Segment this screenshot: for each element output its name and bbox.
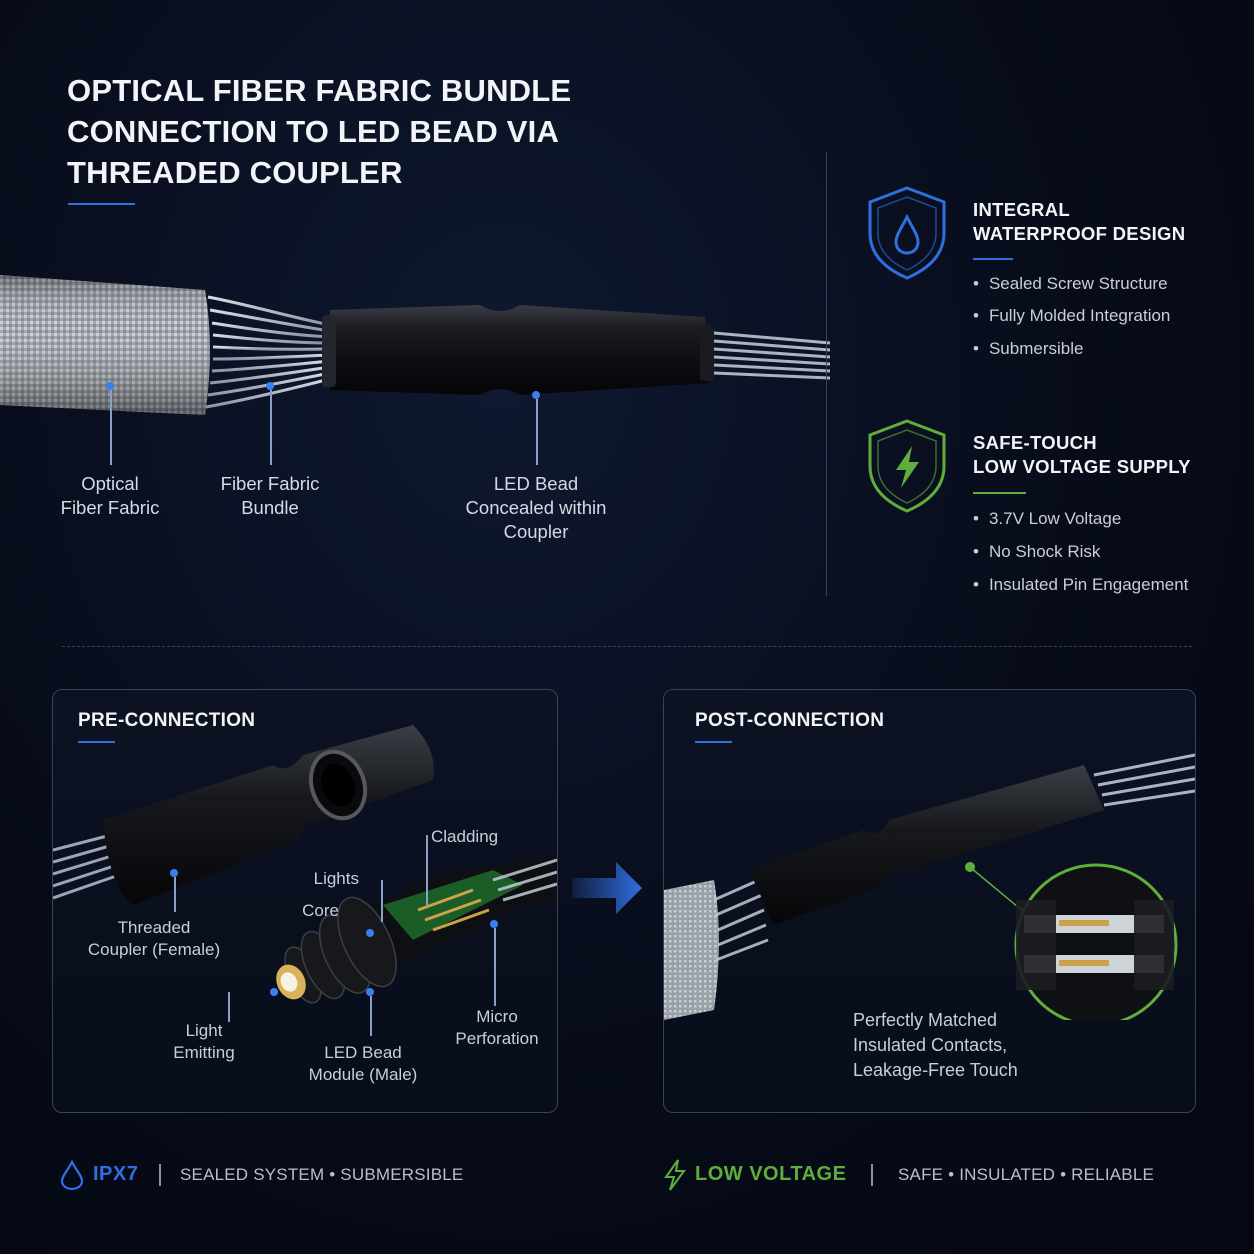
bolt-icon (664, 1159, 686, 1191)
feature-title-waterproof: INTEGRAL WATERPROOF DESIGN (973, 199, 1186, 244)
water-shield-icon (868, 186, 946, 280)
callout-dot-led (532, 391, 540, 399)
title-underline (68, 203, 135, 205)
callout-dot-micro-perforation (490, 920, 498, 928)
footer-safe-text: SAFE • INSULATED • RELIABLE (898, 1165, 1155, 1184)
horizontal-dashed-divider (62, 646, 1192, 647)
footer-low-voltage-label: LOW VOLTAGE (695, 1163, 847, 1185)
leader-line-lights (381, 880, 383, 922)
bullet-item: Sealed Screw Structure (973, 274, 1168, 294)
feature-underline-waterproof (973, 258, 1013, 260)
callout-dot-coupler (170, 869, 178, 877)
panel-underline (695, 741, 732, 743)
callout-optical-fiber-fabric: Optical Fiber Fabric (60, 473, 160, 518)
callout-dot-led-module (366, 988, 374, 996)
label-micro-perforation: Micro Perforation (455, 1007, 539, 1048)
leader-line-led-module (370, 996, 372, 1036)
feature-underline-low-voltage (973, 492, 1026, 494)
page-title: OPTICAL FIBER FABRIC BUNDLE CONNECTION T… (67, 73, 572, 190)
callout-dot-bundle (266, 382, 274, 390)
caption-insulated-contacts: Perfectly Matched Insulated Contacts, Le… (853, 1010, 1018, 1080)
callout-dot-contacts (965, 862, 975, 872)
leader-line-light-emitting (228, 992, 230, 1022)
label-threaded-coupler: Threaded Coupler (Female) (87, 918, 221, 959)
bullet-item: Submersible (973, 339, 1084, 359)
leader-line-micro-perforation (494, 928, 496, 1006)
bullet-item: Fully Molded Integration (973, 306, 1170, 326)
panel-title-pre: PRE-CONNECTION (78, 710, 256, 731)
bullet-item: No Shock Risk (973, 542, 1100, 562)
pre-connection-panel: PRE-CONNECTION (52, 689, 558, 1113)
bullet-item: 3.7V Low Voltage (973, 509, 1121, 529)
callout-dot-light-emitting (270, 988, 278, 996)
footer-sealed-text: SEALED SYSTEM • SUBMERSIBLE (180, 1165, 464, 1184)
leader-line-fabric (110, 390, 112, 465)
leader-line-coupler (174, 877, 176, 912)
callout-fiber-fabric-bundle: Fiber Fabric Bundle (220, 473, 320, 518)
label-light-emitting: Light Emitting (173, 1021, 235, 1062)
bullet-item: Insulated Pin Engagement (973, 575, 1188, 595)
footer-ipx7-label: IPX7 (93, 1163, 139, 1185)
post-connection-illustration (664, 753, 1195, 1020)
label-cladding: Cladding (431, 827, 499, 846)
label-lights: Lights (313, 869, 359, 888)
callout-led-bead-concealed: LED Bead Concealed within Coupler (465, 473, 607, 542)
footer-separator (871, 1164, 873, 1186)
callout-dot-fabric (106, 382, 114, 390)
panel-title-post: POST-CONNECTION (695, 710, 885, 731)
pre-connection-illustration (53, 725, 557, 1004)
leader-line-bundle (270, 390, 272, 465)
bolt-shield-icon (868, 419, 946, 513)
callout-dot-core (366, 929, 374, 937)
arrow-right-icon (572, 862, 642, 914)
footer-separator (159, 1164, 161, 1186)
post-connection-panel: POST-CONNECTION (663, 689, 1196, 1113)
leader-line-cladding (426, 835, 428, 905)
feature-title-low-voltage: SAFE-TOUCH LOW VOLTAGE SUPPLY (973, 432, 1191, 477)
leader-line-led (536, 399, 538, 465)
label-led-bead-module: LED Bead Module (Male) (308, 1043, 418, 1084)
vertical-divider (826, 152, 827, 596)
label-core: Core (302, 901, 339, 920)
droplet-icon (60, 1160, 84, 1190)
hero-cable-illustration (0, 275, 830, 415)
panel-underline (78, 741, 115, 743)
